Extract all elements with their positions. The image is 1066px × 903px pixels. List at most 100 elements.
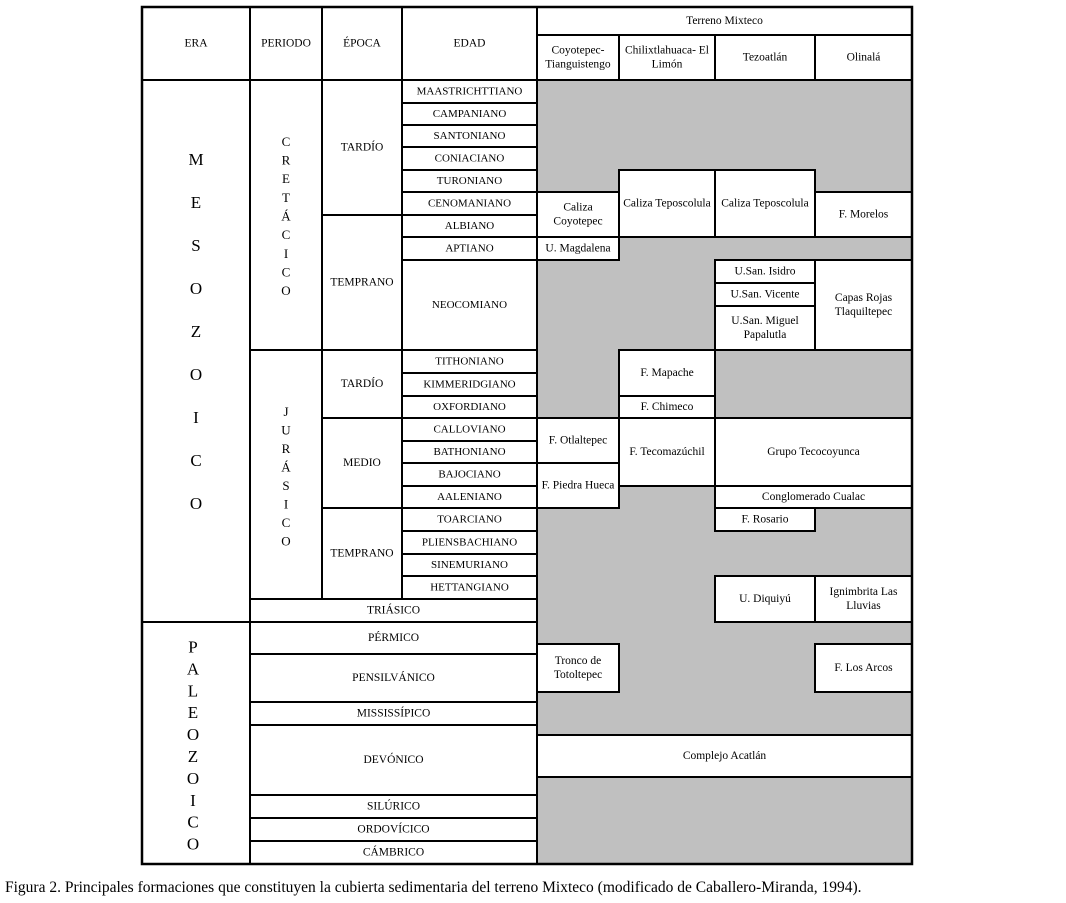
formation-8-box [714, 305, 816, 351]
stage-pliensbachiano: PLIENSBACHIANO [422, 537, 517, 549]
era-paleozoico-letter-7: O [187, 769, 199, 788]
formation-18: U. Diquiyú [739, 593, 791, 605]
header-periodo: PERIODO [261, 38, 311, 50]
formation-4-box [714, 169, 816, 238]
period-jurasico-letter-6: I [284, 496, 288, 511]
stage-toarciano: TOARCIANO [437, 514, 502, 526]
formation-17: F. Rosario [742, 514, 789, 526]
formation-21: F. Los Arcos [834, 662, 893, 674]
row-pérmico: PÉRMICO [368, 630, 419, 644]
row-pensilvánico: PENSILVÁNICO [352, 670, 435, 684]
row-mississípico: MISSISSÍPICO [357, 706, 431, 720]
period-jurasico-box [249, 349, 323, 600]
formation-15: F. Piedra Hueca [542, 480, 615, 492]
formation-5-box [814, 191, 913, 238]
formation-10-box [618, 349, 716, 397]
header-era: ERA [185, 38, 209, 50]
formation-1-line-1: Caliza [563, 202, 592, 214]
header-epoca: ÉPOCA [343, 36, 381, 50]
header-era-box [141, 6, 251, 81]
era-mesozoico-letter-6: O [190, 365, 202, 384]
formation-2-box [536, 236, 620, 261]
era-paleozoico-letter-2: A [187, 659, 200, 678]
stage-bathoniano: BATHONIANO [433, 446, 505, 458]
period-jurasico-letter-7: C [282, 515, 291, 530]
header-column-2-box [618, 34, 716, 81]
era-mesozoico-letter-8: C [190, 451, 201, 470]
header-column-4-box [814, 34, 913, 81]
formation-12: F. Otlaltepec [549, 435, 607, 447]
period-cretacico-letter-8: C [282, 265, 291, 280]
era-mesozoico-letter-5: Z [191, 322, 201, 341]
stage-albiano: ALBIANO [445, 220, 495, 232]
header-column-1-line-2: Tianguistengo [545, 58, 611, 70]
epoch-4-box [321, 417, 403, 509]
header-column-4: Olinalá [847, 52, 881, 64]
period-cretacico-letter-6: C [282, 227, 291, 242]
era-paleozoico-letter-1: P [188, 637, 197, 656]
stage-santoniano: SANTONIANO [434, 130, 506, 142]
formation-8-line-2: Papalutla [744, 329, 787, 341]
stage-kimmeridgiano: KIMMERIDGIANO [423, 379, 515, 391]
stage-tithoniano: TITHONIANO [435, 356, 503, 368]
header-edad: EDAD [454, 38, 486, 50]
header-column-1-box [536, 34, 620, 81]
table-frame [140, 5, 914, 866]
era-mesozoico-letter-3: S [191, 236, 200, 255]
formation-3: Caliza Teposcolula [623, 198, 710, 210]
formation-15-box [536, 462, 620, 509]
formation-22: Complejo Acatlán [683, 750, 767, 762]
formation-2: U. Magdalena [545, 243, 610, 255]
formation-14-box [714, 417, 913, 487]
era-mesozoico-letter-9: O [190, 494, 202, 513]
formation-6: U.San. Isidro [734, 266, 795, 278]
epoch-2: TEMPRANO [330, 277, 393, 289]
row-devónico: DEVÓNICO [363, 752, 423, 766]
row-pérmico-box [249, 621, 538, 655]
epoch-5: TEMPRANO [330, 548, 393, 560]
era-paleozoico-box [141, 621, 251, 865]
formation-19-line-2: Lluvias [846, 600, 881, 612]
formation-20-line-2: Totoltepec [554, 669, 602, 681]
formation-18-box [714, 575, 816, 623]
period-cretacico-letter-9: O [281, 283, 290, 298]
epoch-5-box [321, 507, 403, 600]
epoch-4: MEDIO [343, 457, 381, 469]
formation-9-line-1: Capas Rojas [835, 292, 893, 304]
header-column-2-line-1: Chilixtlahuaca- El [625, 45, 709, 57]
formation-5: F. Morelos [839, 209, 889, 221]
stage-maastrichttiano: MAASTRICHTTIANO [417, 86, 523, 98]
formation-8-line-1: U.San. Miguel [731, 315, 798, 327]
stage-cenomaniano: CENOMANIANO [428, 198, 511, 210]
formation-16: Conglomerado Cualac [762, 491, 865, 503]
era-paleozoico-letter-6: Z [188, 747, 198, 766]
era-mesozoico-letter-1: M [188, 150, 203, 169]
period-cretacico-letter-7: I [284, 246, 288, 261]
stage-campaniano: CAMPANIANO [433, 108, 507, 120]
stage-calloviano: CALLOVIANO [433, 424, 505, 436]
formation-19-line-1: Ignimbrita Las [829, 586, 898, 598]
formation-21-box [814, 643, 913, 693]
period-jurasico-letter-8: O [281, 533, 290, 548]
period-cretacico-letter-5: Á [281, 209, 291, 224]
period-jurasico-letter-5: S [282, 478, 289, 493]
era-mesozoico-letter-4: O [190, 279, 202, 298]
era-paleozoico-letter-4: E [188, 703, 198, 722]
header-terrane: Terreno Mixteco [686, 15, 763, 27]
period-cretacico-letter-3: E [282, 171, 290, 186]
epoch-1-box [321, 79, 403, 216]
formation-4: Caliza Teposcolula [721, 198, 808, 210]
formation-10: F. Mapache [640, 367, 693, 379]
row-triasico: TRIÁSICO [367, 603, 420, 617]
header-column-2-line-2: Limón [652, 58, 683, 70]
formation-7: U.San. Vicente [730, 289, 799, 301]
era-paleozoico-letter-9: C [187, 813, 198, 832]
period-cretacico-letter-1: C [282, 134, 291, 149]
formation-9-line-2: Tlaquiltepec [835, 306, 892, 318]
era-mesozoico-letter-7: I [193, 408, 199, 427]
figure-caption: Figura 2. Principales formaciones que co… [5, 879, 862, 896]
era-paleozoico-letter-5: O [187, 725, 199, 744]
formation-17-box [714, 507, 816, 532]
formation-13: F. Tecomazúchil [629, 446, 704, 458]
